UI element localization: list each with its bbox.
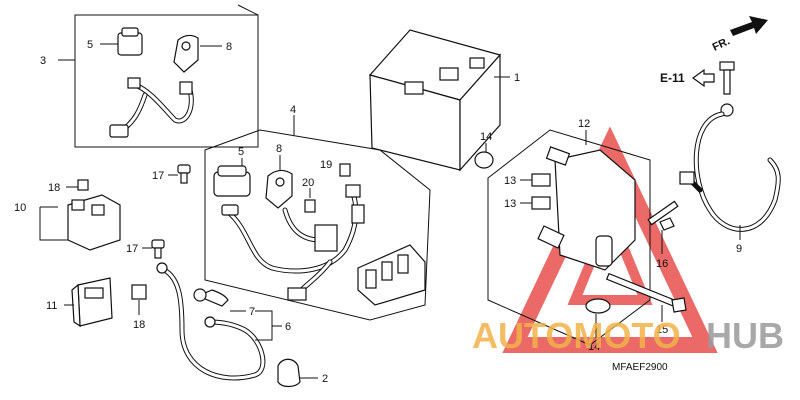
- callout-14b: 14: [588, 341, 600, 353]
- fuse-20: [304, 199, 316, 213]
- screw-17a: [177, 164, 191, 184]
- bolt-16: [647, 200, 679, 231]
- callout-2: 2: [322, 373, 328, 385]
- callout-13a: 13: [504, 175, 516, 187]
- fuse-18b: [131, 284, 147, 300]
- diagram-code: MFAEF2900: [612, 362, 668, 373]
- cushion-13a: [531, 173, 551, 187]
- terminal-cover-8: [173, 34, 199, 73]
- svg-text:AUTOMOTO: AUTOMOTO: [472, 315, 681, 356]
- callout-5a: 5: [87, 39, 93, 51]
- callout-8b: 8: [276, 143, 282, 155]
- callout-12: 12: [578, 118, 590, 130]
- reference-e11: E-11: [660, 71, 685, 85]
- band-2: [277, 358, 301, 388]
- svg-text:HUB: HUB: [706, 315, 784, 356]
- terminal-cover-5: [117, 27, 143, 56]
- callout-20: 20: [302, 177, 314, 189]
- reference-arrow-icon: [691, 68, 715, 88]
- callout-4: 4: [290, 104, 296, 116]
- group-12-outline: [487, 129, 651, 346]
- fr-label: FR.: [711, 35, 732, 53]
- battery-1: [368, 29, 502, 172]
- battery-cable-6: [156, 262, 266, 381]
- callout-5b: 5: [238, 146, 244, 158]
- starter-relay-10: [67, 194, 121, 251]
- screw-17b: [151, 239, 165, 259]
- callout-15: 15: [656, 324, 668, 336]
- callout-19: 19: [320, 159, 332, 171]
- group-4-outline: [204, 129, 431, 321]
- callout-8a: 8: [226, 41, 232, 53]
- fuse-18a: [77, 179, 89, 191]
- callout-9: 9: [736, 243, 742, 255]
- callout-17a: 17: [152, 170, 164, 182]
- relay-cover-11: [71, 277, 113, 328]
- callout-18a: 18: [48, 182, 60, 194]
- cushion-14b: [585, 298, 611, 314]
- callout-6: 6: [285, 321, 291, 333]
- fuse-19: [339, 163, 351, 177]
- battery-cable-9: [679, 103, 781, 232]
- callout-3: 3: [40, 55, 46, 67]
- bolt-15: [605, 272, 687, 313]
- battery-box-12: [537, 146, 636, 271]
- front-direction-arrow: [730, 16, 768, 36]
- callout-10: 10: [14, 202, 26, 214]
- callout-13b: 13: [504, 198, 516, 210]
- cushion-14a: [474, 151, 494, 169]
- terminal-cover-5b: [213, 165, 251, 197]
- sub-harness-3: [109, 77, 194, 138]
- terminal-cover-8b: [265, 169, 293, 209]
- fuse-box-block: [357, 244, 426, 306]
- callout-18b: 18: [133, 319, 145, 331]
- callout-1: 1: [514, 72, 520, 84]
- callout-11: 11: [46, 300, 57, 312]
- cushion-13b: [531, 196, 551, 210]
- main-harness-4: [221, 184, 365, 301]
- bolt-reference: [719, 61, 735, 95]
- callout-7: 7: [249, 306, 255, 318]
- terminal-boot-7: [193, 288, 229, 307]
- group-3-outline: [74, 14, 259, 148]
- watermark-logo: AUTOMOTO HUB: [472, 315, 784, 356]
- callout-16: 16: [656, 258, 668, 270]
- callout-17b: 17: [126, 243, 138, 255]
- callout-14a: 14: [480, 131, 492, 143]
